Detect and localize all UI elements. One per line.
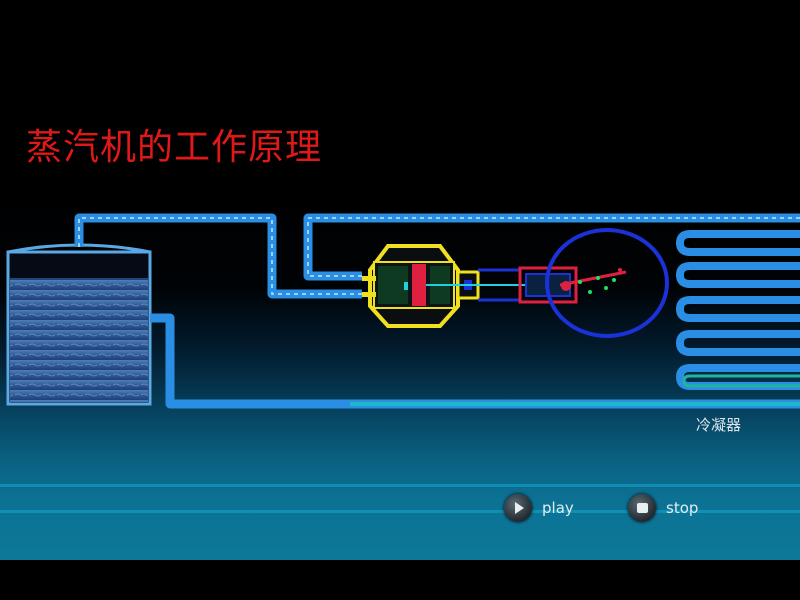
boiler-water — [10, 278, 148, 402]
condenser-label: 冷凝器 — [696, 416, 742, 434]
panel-band — [0, 510, 800, 513]
steam-chamber — [378, 266, 408, 304]
piston — [412, 264, 426, 306]
boiler-tank — [6, 243, 152, 406]
flywheel — [545, 228, 669, 338]
crank-mechanism — [559, 268, 627, 294]
panel-band — [0, 484, 800, 487]
stop-icon[interactable] — [628, 494, 656, 522]
page-title: 蒸汽机的工作原理 — [26, 127, 323, 168]
steam-cylinder — [362, 244, 460, 328]
play-label: play — [542, 499, 574, 517]
stop-button[interactable]: stop — [628, 494, 698, 522]
stop-label: stop — [666, 499, 699, 517]
play-button[interactable]: play — [504, 494, 574, 522]
play-icon[interactable] — [504, 494, 532, 522]
condenser-coils — [675, 230, 800, 390]
